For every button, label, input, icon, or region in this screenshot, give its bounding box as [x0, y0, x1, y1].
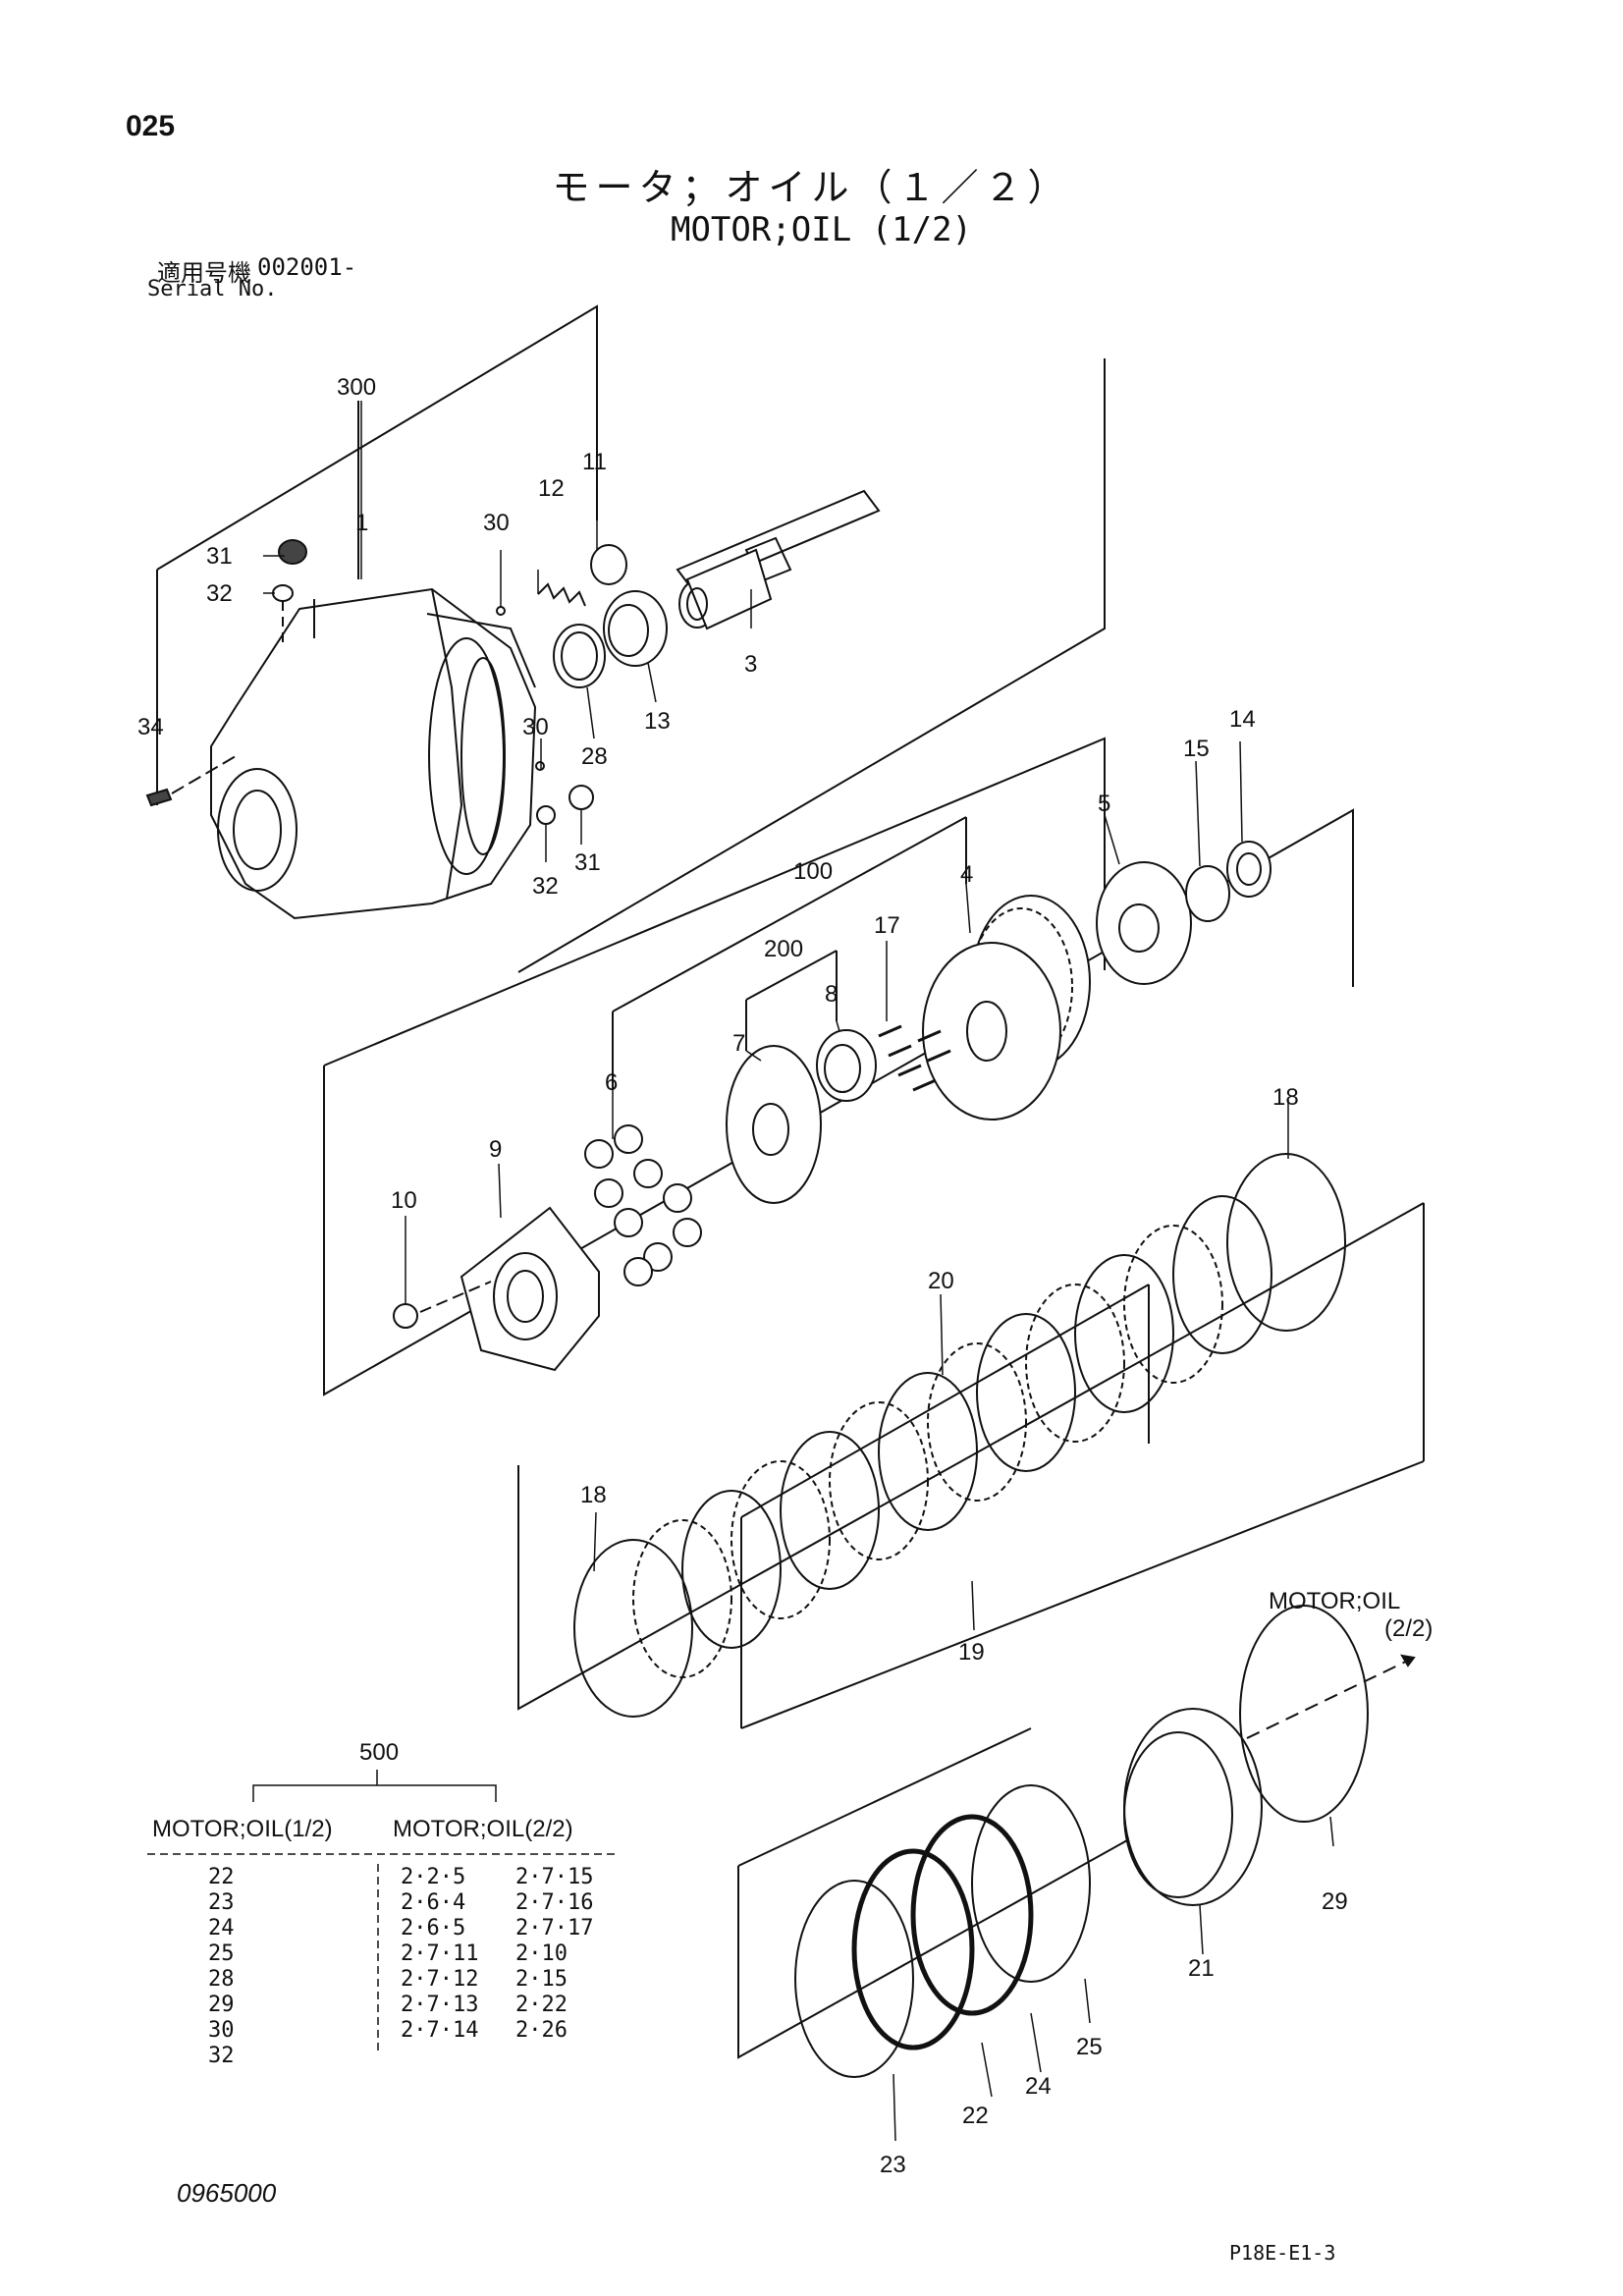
- callout-30-lower: 30: [522, 714, 549, 740]
- kit-row-ref1: 2·6·5: [401, 1916, 465, 1941]
- kit-row-ref1: 2·7·13: [401, 1993, 478, 2017]
- retainer-plate: [726, 1045, 822, 1204]
- housing-group: [145, 304, 1106, 973]
- kit-row-part: 29: [208, 1993, 235, 2017]
- ring-24: [910, 1814, 1034, 2016]
- continuation-label: MOTOR;OIL: [1269, 1588, 1400, 1614]
- callout-13: 13: [644, 708, 671, 735]
- kit-number: 500: [359, 1739, 399, 1766]
- callout-21: 21: [1188, 1955, 1215, 1982]
- callout-14: 14: [1229, 706, 1256, 733]
- callout-29: 29: [1322, 1888, 1348, 1915]
- ring-23: [794, 1880, 914, 2078]
- kit-row-ref2: 2·26: [515, 2018, 568, 2043]
- title-japanese: モータ；オイル（１／２）: [552, 166, 1071, 209]
- callout-23: 23: [880, 2152, 906, 2178]
- callout-34: 34: [137, 714, 164, 740]
- callout-1: 1: [355, 510, 368, 536]
- title-english: MOTOR;OIL (1/2): [670, 210, 973, 249]
- swash-plate: [460, 1206, 600, 1372]
- kit-col1-header: MOTOR;OIL(1/2): [152, 1816, 333, 1842]
- cylinder-group: [323, 737, 1354, 1396]
- spring-12: [537, 582, 586, 607]
- bush-11: [590, 544, 627, 585]
- callout-6: 6: [605, 1069, 618, 1096]
- kit-row-part: 30: [208, 2018, 235, 2043]
- kit-col2-header: MOTOR;OIL(2/2): [393, 1816, 573, 1842]
- disc-pack-group: [517, 1153, 1425, 1729]
- callout-3: 3: [744, 651, 757, 678]
- serial-label-english: Serial No.: [147, 277, 278, 301]
- motor-housing: [210, 587, 537, 920]
- kit-row-ref2: 2·22: [515, 1993, 568, 2017]
- leader-lines: [263, 401, 1334, 2142]
- serial-value: 002001-: [257, 253, 357, 281]
- callout-15: 15: [1183, 736, 1210, 762]
- ring-25: [971, 1784, 1091, 1983]
- kit-row-ref2: 2·7·17: [515, 1916, 593, 1941]
- plate-5: [1096, 861, 1192, 985]
- bearing-13: [603, 590, 668, 667]
- callout-28: 28: [581, 743, 608, 770]
- callout-17: 17: [874, 912, 900, 939]
- callout-10: 10: [391, 1187, 417, 1214]
- kit-row-ref2: 2·7·16: [515, 1890, 593, 1915]
- callout-32-upper: 32: [206, 580, 233, 607]
- callout-11: 11: [582, 449, 607, 475]
- kit-row-part: 28: [208, 1967, 235, 1992]
- continuation-page: (2/2): [1384, 1615, 1433, 1642]
- callout-19: 19: [958, 1639, 985, 1666]
- callout-30-upper: 30: [483, 510, 510, 536]
- kit-row-ref1: 2·7·11: [401, 1941, 478, 1966]
- document-number: 0965000: [177, 2178, 277, 2208]
- brake-piston-group: [737, 1605, 1416, 2078]
- kit-row-part: 22: [208, 1865, 235, 1889]
- kit-row-part: 23: [208, 1890, 235, 1915]
- page-code: P18E-E1-3: [1229, 2241, 1336, 2265]
- kit-row-ref1: 2·7·14: [401, 2018, 478, 2043]
- callout-20: 20: [928, 1268, 954, 1294]
- callout-25: 25: [1076, 2034, 1103, 2060]
- ring-22: [851, 1848, 975, 2050]
- o-ring-29: [1239, 1605, 1369, 1823]
- callout-18-upper: 18: [1272, 1084, 1299, 1111]
- piston-set: [584, 1124, 702, 1286]
- kit-row-ref2: 2·15: [515, 1967, 568, 1992]
- kit-row-part: 32: [208, 2044, 235, 2068]
- kit-row-ref1: 2·7·12: [401, 1967, 478, 1992]
- friction-discs: [573, 1153, 1346, 1718]
- callout-100: 100: [793, 858, 833, 885]
- kit-row-part: 25: [208, 1941, 235, 1966]
- kit-table: 500 MOTOR;OIL(1/2) MOTOR;OIL(2/2) 22 2·2·…: [147, 1739, 617, 2068]
- kit-row-ref1: 2·2·5: [401, 1865, 465, 1889]
- callout-9: 9: [489, 1136, 502, 1163]
- callout-7: 7: [732, 1030, 745, 1057]
- callout-18-lower: 18: [580, 1482, 607, 1508]
- kit-row-ref2: 2·7·15: [515, 1865, 593, 1889]
- ball-10: [393, 1303, 418, 1329]
- spring-set-17: [878, 1024, 951, 1092]
- callout-24: 24: [1025, 2073, 1052, 2100]
- callout-12: 12: [538, 475, 565, 502]
- kit-row-part: 24: [208, 1916, 235, 1941]
- serial-label-japanese: 適用号機: [157, 259, 251, 287]
- callout-4: 4: [960, 861, 973, 888]
- page-number: 025: [126, 110, 176, 142]
- callout-22: 22: [962, 2103, 989, 2129]
- callout-31-lower: 31: [574, 849, 601, 876]
- bush-8: [816, 1029, 877, 1102]
- kit-row-ref1: 2·6·4: [401, 1890, 465, 1915]
- callout-200: 200: [764, 936, 803, 962]
- callout-8: 8: [825, 981, 838, 1008]
- callout-300: 300: [337, 374, 376, 401]
- callout-5: 5: [1098, 791, 1110, 817]
- callout-numbers: 300 1 11 12 30 31 32 34 28 13 3 30 31 32…: [137, 374, 1433, 2178]
- callout-31-upper: 31: [206, 543, 233, 570]
- callout-32-lower: 32: [532, 873, 559, 900]
- kit-row-ref2: 2·10: [515, 1941, 568, 1966]
- drive-shaft: [676, 489, 881, 630]
